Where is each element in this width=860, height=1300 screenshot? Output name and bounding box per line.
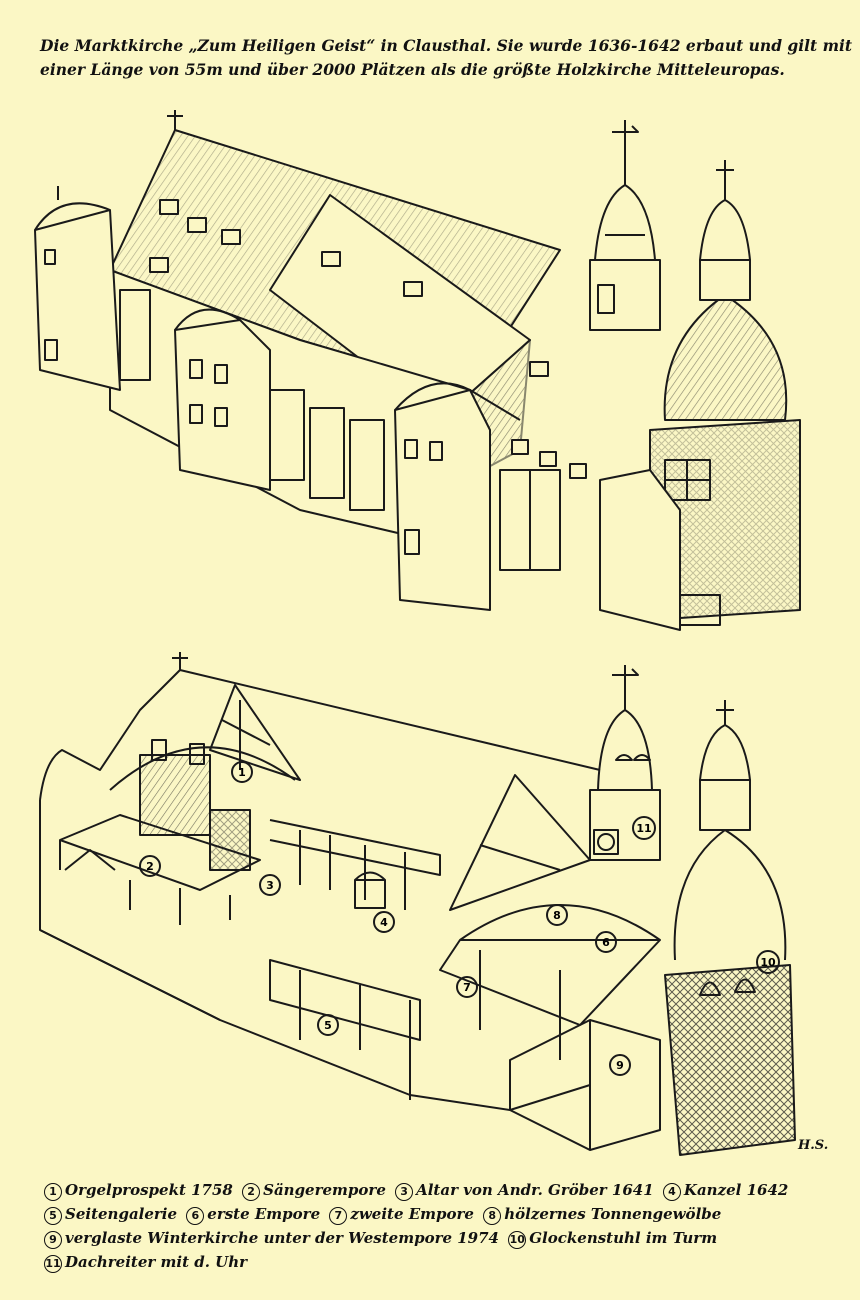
svg-text:1: 1 <box>238 766 246 779</box>
caption-header: Die Marktkirche „Zum Heiligen Geist“ in … <box>40 34 853 82</box>
legend-text-11: Dachreiter mit d. Uhr <box>65 1253 248 1271</box>
legend-text-9: verglaste Winterkirche unter der Westemp… <box>65 1229 499 1247</box>
winter-church <box>509 1019 661 1151</box>
legend-num-10: 10 <box>508 1231 527 1249</box>
altar <box>209 809 251 920</box>
cutaway-roof-outline <box>39 652 601 1021</box>
legend-text-7: zweite Empore <box>350 1205 474 1223</box>
legend-text-1: Orgelprospekt 1758 <box>65 1181 233 1199</box>
legend-text-4: Kanzel 1642 <box>683 1181 789 1199</box>
side-gallery <box>269 959 421 1100</box>
svg-text:6: 6 <box>602 936 610 949</box>
bell-tower <box>649 160 801 621</box>
ridge-turret <box>589 120 661 331</box>
svg-text:3: 3 <box>266 879 274 892</box>
legend-text-2: Sängerempore <box>263 1181 386 1199</box>
legend-text-6: erste Empore <box>207 1205 321 1223</box>
svg-text:9: 9 <box>616 1059 624 1072</box>
marker-4: 4 <box>373 911 395 933</box>
caption-line-2: einer Länge von 55m und über 2000 Plätze… <box>40 60 785 79</box>
legend-num-7: 7 <box>329 1207 348 1225</box>
front-annex <box>174 308 271 491</box>
ridge-turret-clock <box>589 665 661 861</box>
marker-1: 1 <box>231 761 253 783</box>
svg-text:2: 2 <box>146 860 154 873</box>
svg-text:5: 5 <box>324 1019 332 1032</box>
marker-3: 3 <box>259 874 281 896</box>
front-truss <box>209 684 301 781</box>
singers-gallery <box>59 814 261 925</box>
marker-11: 11 <box>632 816 656 840</box>
marker-6: 6 <box>595 931 617 953</box>
bell-tower-cutaway <box>664 700 796 1156</box>
marker-2: 2 <box>139 855 161 877</box>
legend-num-4: 4 <box>662 1183 681 1201</box>
svg-text:4: 4 <box>380 916 388 929</box>
legend-num-8: 8 <box>483 1207 502 1225</box>
church-exterior-drawing <box>0 90 860 650</box>
number-markers: 1 2 3 4 5 6 7 8 9 10 11 <box>139 761 780 1076</box>
north-gallery <box>269 819 441 910</box>
legend-text-8: hölzernes Tonnengewölbe <box>504 1205 722 1223</box>
artist-signature: H.S. <box>798 1138 829 1153</box>
marker-5: 5 <box>317 1014 339 1036</box>
organ-case <box>109 739 296 836</box>
legend-num-5: 5 <box>44 1207 62 1225</box>
legend-num-6: 6 <box>186 1207 205 1225</box>
legend-text-5: Seitengalerie <box>65 1205 178 1223</box>
legend-num-3: 3 <box>395 1183 414 1201</box>
svg-text:11: 11 <box>636 822 651 835</box>
legend-text-3: Altar von Andr. Gröber 1641 <box>416 1181 654 1199</box>
marker-7: 7 <box>456 976 478 998</box>
marker-9: 9 <box>609 1054 631 1076</box>
legend-num-11: 11 <box>44 1255 62 1273</box>
pulpit <box>354 871 386 909</box>
legend-num-9: 9 <box>44 1231 62 1249</box>
church-cutaway-drawing: 1 2 3 4 5 6 7 8 9 10 11 <box>0 640 860 1180</box>
south-porch <box>394 382 561 611</box>
marker-10: 10 <box>756 950 780 974</box>
barrel-vault <box>439 774 661 1060</box>
svg-text:8: 8 <box>553 909 561 922</box>
caption-line-1: Die Marktkirche „Zum Heiligen Geist“ in … <box>40 36 853 55</box>
svg-text:10: 10 <box>760 956 776 969</box>
legend-num-2: 2 <box>242 1183 261 1201</box>
dormers <box>149 199 587 479</box>
svg-text:7: 7 <box>463 981 471 994</box>
marker-8: 8 <box>546 904 568 926</box>
west-annex <box>34 186 121 391</box>
legend-text-10: Glockenstuhl im Turm <box>529 1229 718 1247</box>
floor-outline <box>39 929 511 1111</box>
legend-num-1: 1 <box>44 1183 62 1201</box>
apse <box>599 469 721 631</box>
